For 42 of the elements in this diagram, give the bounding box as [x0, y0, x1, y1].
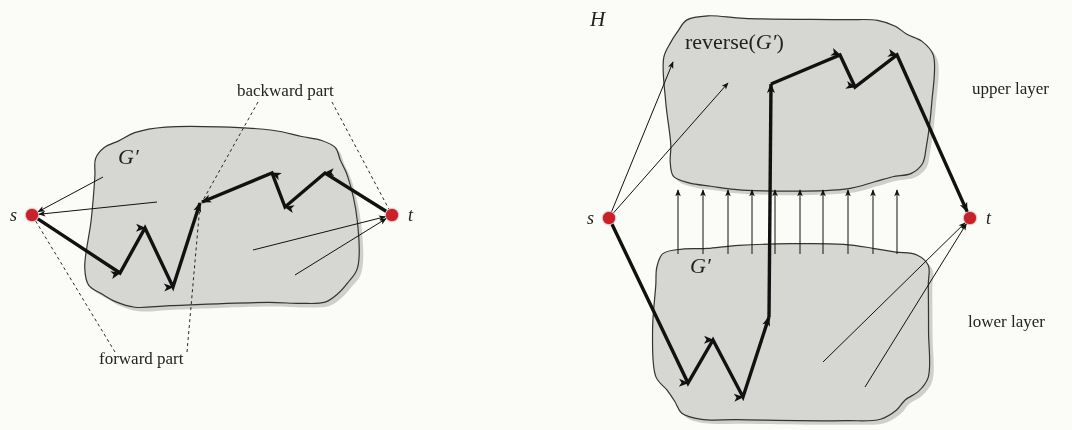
arrow: [38, 201, 158, 217]
arrow: [820, 189, 826, 255]
arrow: [36, 202, 202, 292]
vertex-label: t: [408, 206, 413, 224]
vertex-label: t: [986, 209, 991, 227]
arrow: [252, 215, 386, 251]
arrow: [611, 61, 674, 212]
leader-line: [35, 220, 116, 353]
vertex-label: s: [587, 209, 594, 227]
arrow: [797, 189, 803, 255]
vertex-dot: [603, 212, 615, 224]
arrow: [613, 82, 729, 214]
region-title: G′: [690, 254, 711, 279]
arrow: [294, 218, 387, 276]
vertex-dot: [26, 209, 38, 221]
leader-line: [331, 101, 390, 210]
arrow: [749, 189, 755, 255]
region-title: reverse(G′): [685, 30, 784, 55]
arrow: [870, 189, 876, 255]
arrow: [894, 189, 900, 255]
arrow: [675, 189, 681, 255]
vertex-dot: [386, 209, 398, 221]
vertex-dot: [964, 212, 976, 224]
arrow: [772, 189, 778, 255]
arrow: [822, 222, 966, 363]
region-title: G′: [118, 145, 139, 170]
arrow: [37, 176, 104, 213]
arrow: [767, 83, 775, 317]
arrow: [770, 48, 969, 213]
arrow: [725, 189, 731, 255]
graph-name: H: [590, 8, 606, 32]
leader-line: [186, 204, 201, 353]
arrow: [201, 168, 387, 213]
arrow: [610, 223, 771, 402]
vertex-label: s: [10, 206, 17, 224]
layer-label: lower layer: [968, 313, 1045, 332]
arrow: [845, 189, 851, 255]
callout-text: forward part: [99, 350, 184, 369]
arrow: [700, 189, 706, 255]
arrow: [864, 223, 967, 388]
callout-text: backward part: [237, 82, 334, 101]
layer-label: upper layer: [972, 80, 1049, 99]
